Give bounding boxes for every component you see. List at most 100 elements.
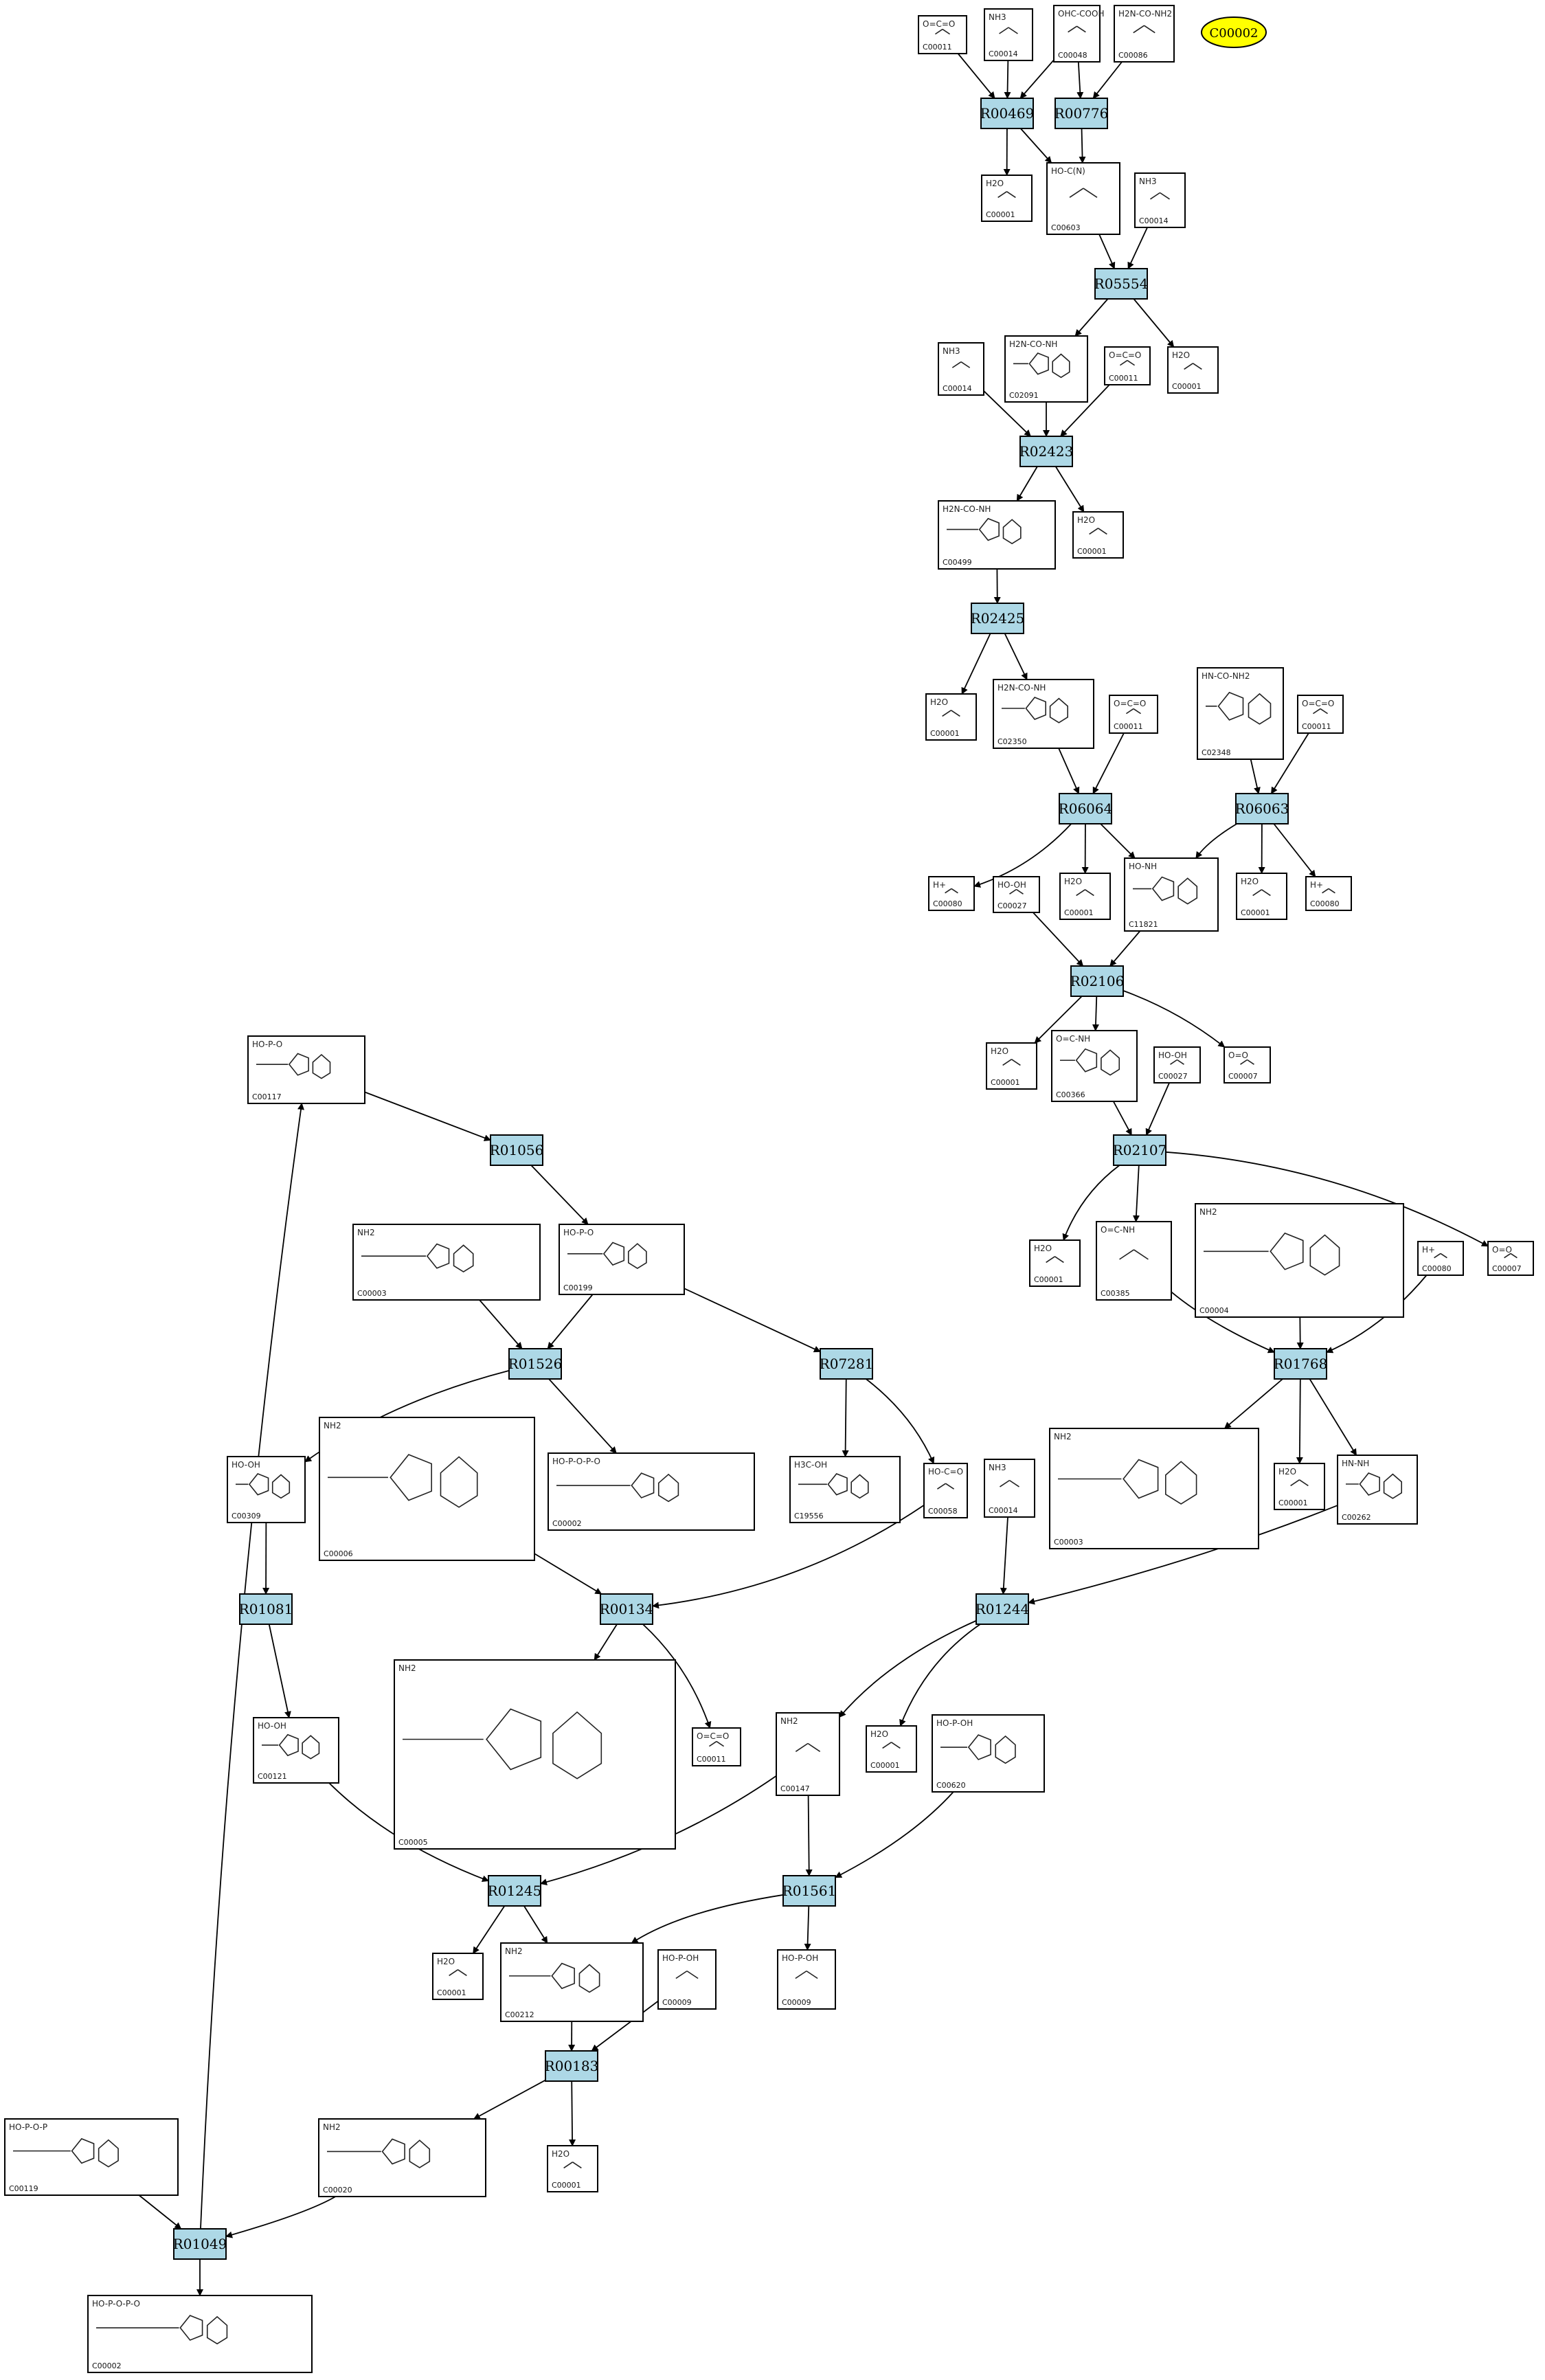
ring-shape bbox=[312, 1053, 331, 1079]
target-ellipse bbox=[1201, 16, 1267, 48]
compound-box bbox=[1153, 1046, 1201, 1084]
compound-formula: O=C=O bbox=[1114, 699, 1146, 708]
reaction-r00134[interactable]: R00134 bbox=[600, 1593, 654, 1625]
compound-c00080[interactable]: H+C00080 bbox=[1305, 876, 1352, 911]
bond-line bbox=[1119, 1249, 1134, 1260]
bond-line bbox=[708, 1740, 717, 1747]
bond-line bbox=[1261, 889, 1271, 897]
compound-c00080[interactable]: H+C00080 bbox=[1417, 1241, 1464, 1276]
reaction-r02425[interactable]: R02425 bbox=[971, 603, 1025, 634]
bond-line bbox=[942, 710, 951, 717]
ring-shape bbox=[302, 1735, 320, 1760]
reaction-r02107[interactable]: R02107 bbox=[1113, 1134, 1167, 1166]
compound-c00080[interactable]: H+C00080 bbox=[928, 876, 975, 911]
reaction-r00776[interactable]: R00776 bbox=[1055, 98, 1109, 129]
bond-line bbox=[1127, 359, 1136, 366]
bond-line bbox=[945, 888, 952, 894]
reaction-r06063[interactable]: R06063 bbox=[1235, 793, 1289, 824]
compound-box bbox=[928, 876, 975, 911]
reaction-r07281[interactable]: R07281 bbox=[820, 1348, 874, 1380]
reaction-r02106[interactable]: R02106 bbox=[1070, 965, 1125, 997]
reaction-label: R00776 bbox=[1055, 105, 1109, 122]
compound-formula: O=C=O bbox=[697, 1731, 729, 1741]
target-compound[interactable]: C00002 bbox=[1201, 16, 1267, 48]
reaction-r01768[interactable]: R01768 bbox=[1274, 1348, 1328, 1380]
reaction-r00183[interactable]: R00183 bbox=[545, 2050, 599, 2082]
reaction-r01056[interactable]: R01056 bbox=[490, 1134, 544, 1166]
reaction-r01081[interactable]: R01081 bbox=[239, 1593, 293, 1625]
reaction-r06064[interactable]: R06064 bbox=[1059, 793, 1113, 824]
bond-line bbox=[1046, 1256, 1055, 1264]
reaction-r01244[interactable]: R01244 bbox=[976, 1593, 1030, 1625]
compound-c00603[interactable]: HO-C(N)C00603 bbox=[1046, 162, 1120, 235]
reaction-r02423[interactable]: R02423 bbox=[1019, 436, 1074, 467]
edge-R02425-c001d bbox=[961, 633, 991, 695]
reaction-r00469[interactable]: R00469 bbox=[980, 98, 1035, 129]
reaction-r01526[interactable]: R01526 bbox=[508, 1348, 563, 1380]
compound-formula: H+ bbox=[1422, 1245, 1435, 1255]
compound-box bbox=[87, 2295, 313, 2373]
edge-c1821-R02106 bbox=[1109, 930, 1141, 967]
compound-formula: HO-C=O bbox=[928, 1467, 963, 1477]
reaction-r05554[interactable]: R05554 bbox=[1094, 268, 1149, 300]
reaction-r01561[interactable]: R01561 bbox=[782, 1875, 837, 1907]
reaction-r01049[interactable]: R01049 bbox=[173, 2228, 227, 2260]
reaction-r01245[interactable]: R01245 bbox=[488, 1875, 542, 1907]
